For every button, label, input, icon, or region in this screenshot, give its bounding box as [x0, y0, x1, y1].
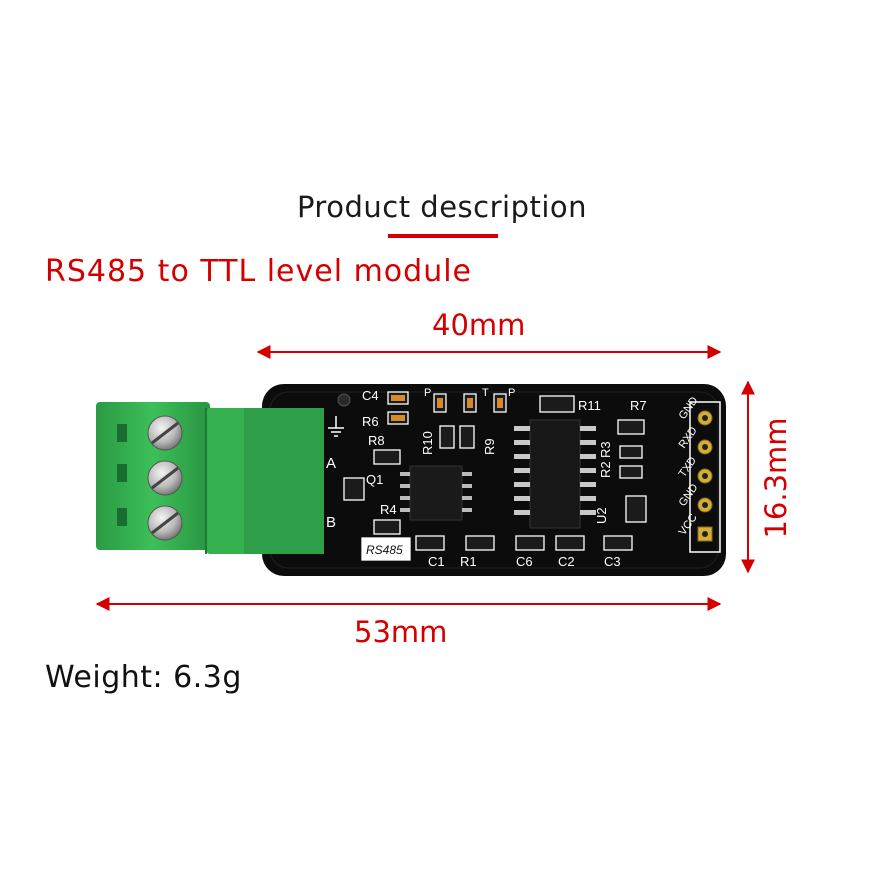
screw-terminal — [96, 402, 324, 554]
silk-label-r10: R10 — [420, 431, 435, 455]
silk-label-r2: R2 — [598, 461, 613, 478]
silk-label-r11: R11 — [578, 398, 601, 413]
silk-label-r6: R6 — [362, 414, 379, 429]
silk-label-a: A — [326, 455, 336, 472]
silk-label-r8: R8 — [368, 433, 385, 448]
title-underline — [388, 234, 498, 238]
silk-label-c2: C2 — [558, 554, 575, 569]
silk-label-r9: R9 — [482, 438, 497, 455]
silk-label-led-t: T — [482, 387, 489, 399]
silk-label-u2: U2 — [594, 507, 609, 524]
pin-header — [689, 401, 721, 553]
dimension-length-label: 53mm — [354, 615, 448, 649]
silk-label-r7: R7 — [630, 398, 647, 413]
silk-label-led-p1: P — [424, 387, 431, 399]
silk-label-r1: R1 — [460, 554, 477, 569]
silk-label-c1: C1 — [428, 554, 445, 569]
led-pads — [391, 395, 503, 421]
silk-label-c3: C3 — [604, 554, 621, 569]
weight-spec: Weight: 6.3g — [45, 660, 242, 695]
silk-label-c6: C6 — [516, 554, 533, 569]
silk-label-r4: R4 — [380, 502, 397, 517]
silk-label-q1: Q1 — [366, 472, 383, 487]
ground-symbol-icon — [328, 416, 344, 437]
silk-label-c4: C4 — [362, 388, 379, 403]
silk-label-b: B — [326, 514, 336, 531]
ic-chip — [514, 419, 596, 529]
silk-label-r3: R3 — [598, 441, 613, 458]
silk-label-led-p2: P — [508, 387, 515, 399]
page-title: Product description — [296, 190, 588, 224]
ic-chip — [400, 465, 472, 521]
product-subtitle: RS485 to TTL level module — [45, 254, 473, 289]
dimension-width-label: 40mm — [432, 308, 526, 342]
silk-label-rs485: RS485 — [366, 543, 403, 557]
